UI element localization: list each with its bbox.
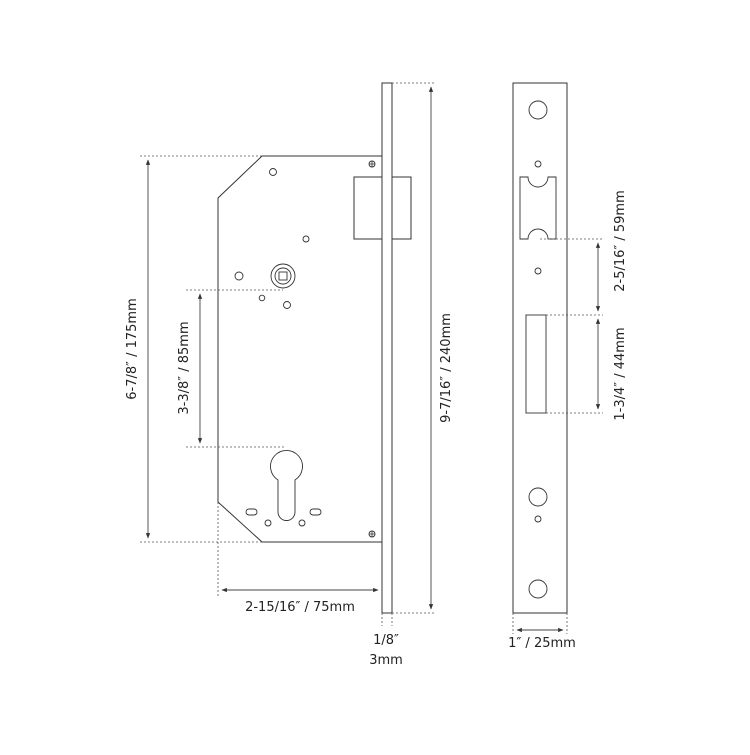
latch-bolt	[353, 176, 383, 240]
screw	[534, 515, 542, 523]
faceplate-thickness-in-label: 1/8″	[373, 633, 399, 648]
backset-label: 2-15/16″ / 75mm	[245, 600, 355, 615]
lock-height-label: 6-7/8″ / 175mm	[125, 298, 140, 400]
latch-to-deadbolt-label: 2-5/16″ / 59mm	[613, 190, 628, 292]
latch-bolt-protrusion	[391, 176, 412, 240]
rivet	[283, 301, 291, 309]
square-spindle-hole	[278, 271, 288, 281]
rivet	[258, 294, 266, 302]
slot	[309, 508, 322, 516]
faceplate-thickness-mm-label: 3mm	[369, 653, 403, 668]
screw	[534, 267, 542, 275]
deadbolt-height-label: 1-3/4″ / 44mm	[613, 327, 628, 420]
faceplate-front-view	[512, 82, 568, 614]
faceplate-edge	[381, 82, 393, 614]
faceplate-width-label: 1″ / 25mm	[508, 636, 576, 651]
mounting-hole-middle	[528, 487, 548, 507]
faceplate-height-label: 9-7/16″ / 240mm	[439, 313, 454, 423]
cylinder-cutout	[270, 450, 303, 521]
lock-body-side-view	[217, 82, 412, 614]
center-distance-label: 3-3/8″ / 85mm	[177, 321, 192, 414]
rivet	[302, 235, 310, 243]
slot	[245, 508, 258, 516]
mounting-hole-top	[528, 100, 548, 120]
rivet	[234, 271, 244, 281]
rivet	[269, 168, 277, 176]
hole	[264, 519, 272, 527]
mounting-hole-bottom	[528, 579, 548, 599]
screw	[534, 160, 542, 168]
deadbolt-window	[525, 314, 547, 414]
hole	[298, 519, 306, 527]
front-view-dimensions: 2-5/16″ / 59mm 1-3/4″ / 44mm 1″ / 25mm	[508, 190, 628, 651]
side-view-dimensions: 6-7/8″ / 175mm 3-3/8″ / 85mm 9-7/16″ / 2…	[125, 82, 454, 668]
